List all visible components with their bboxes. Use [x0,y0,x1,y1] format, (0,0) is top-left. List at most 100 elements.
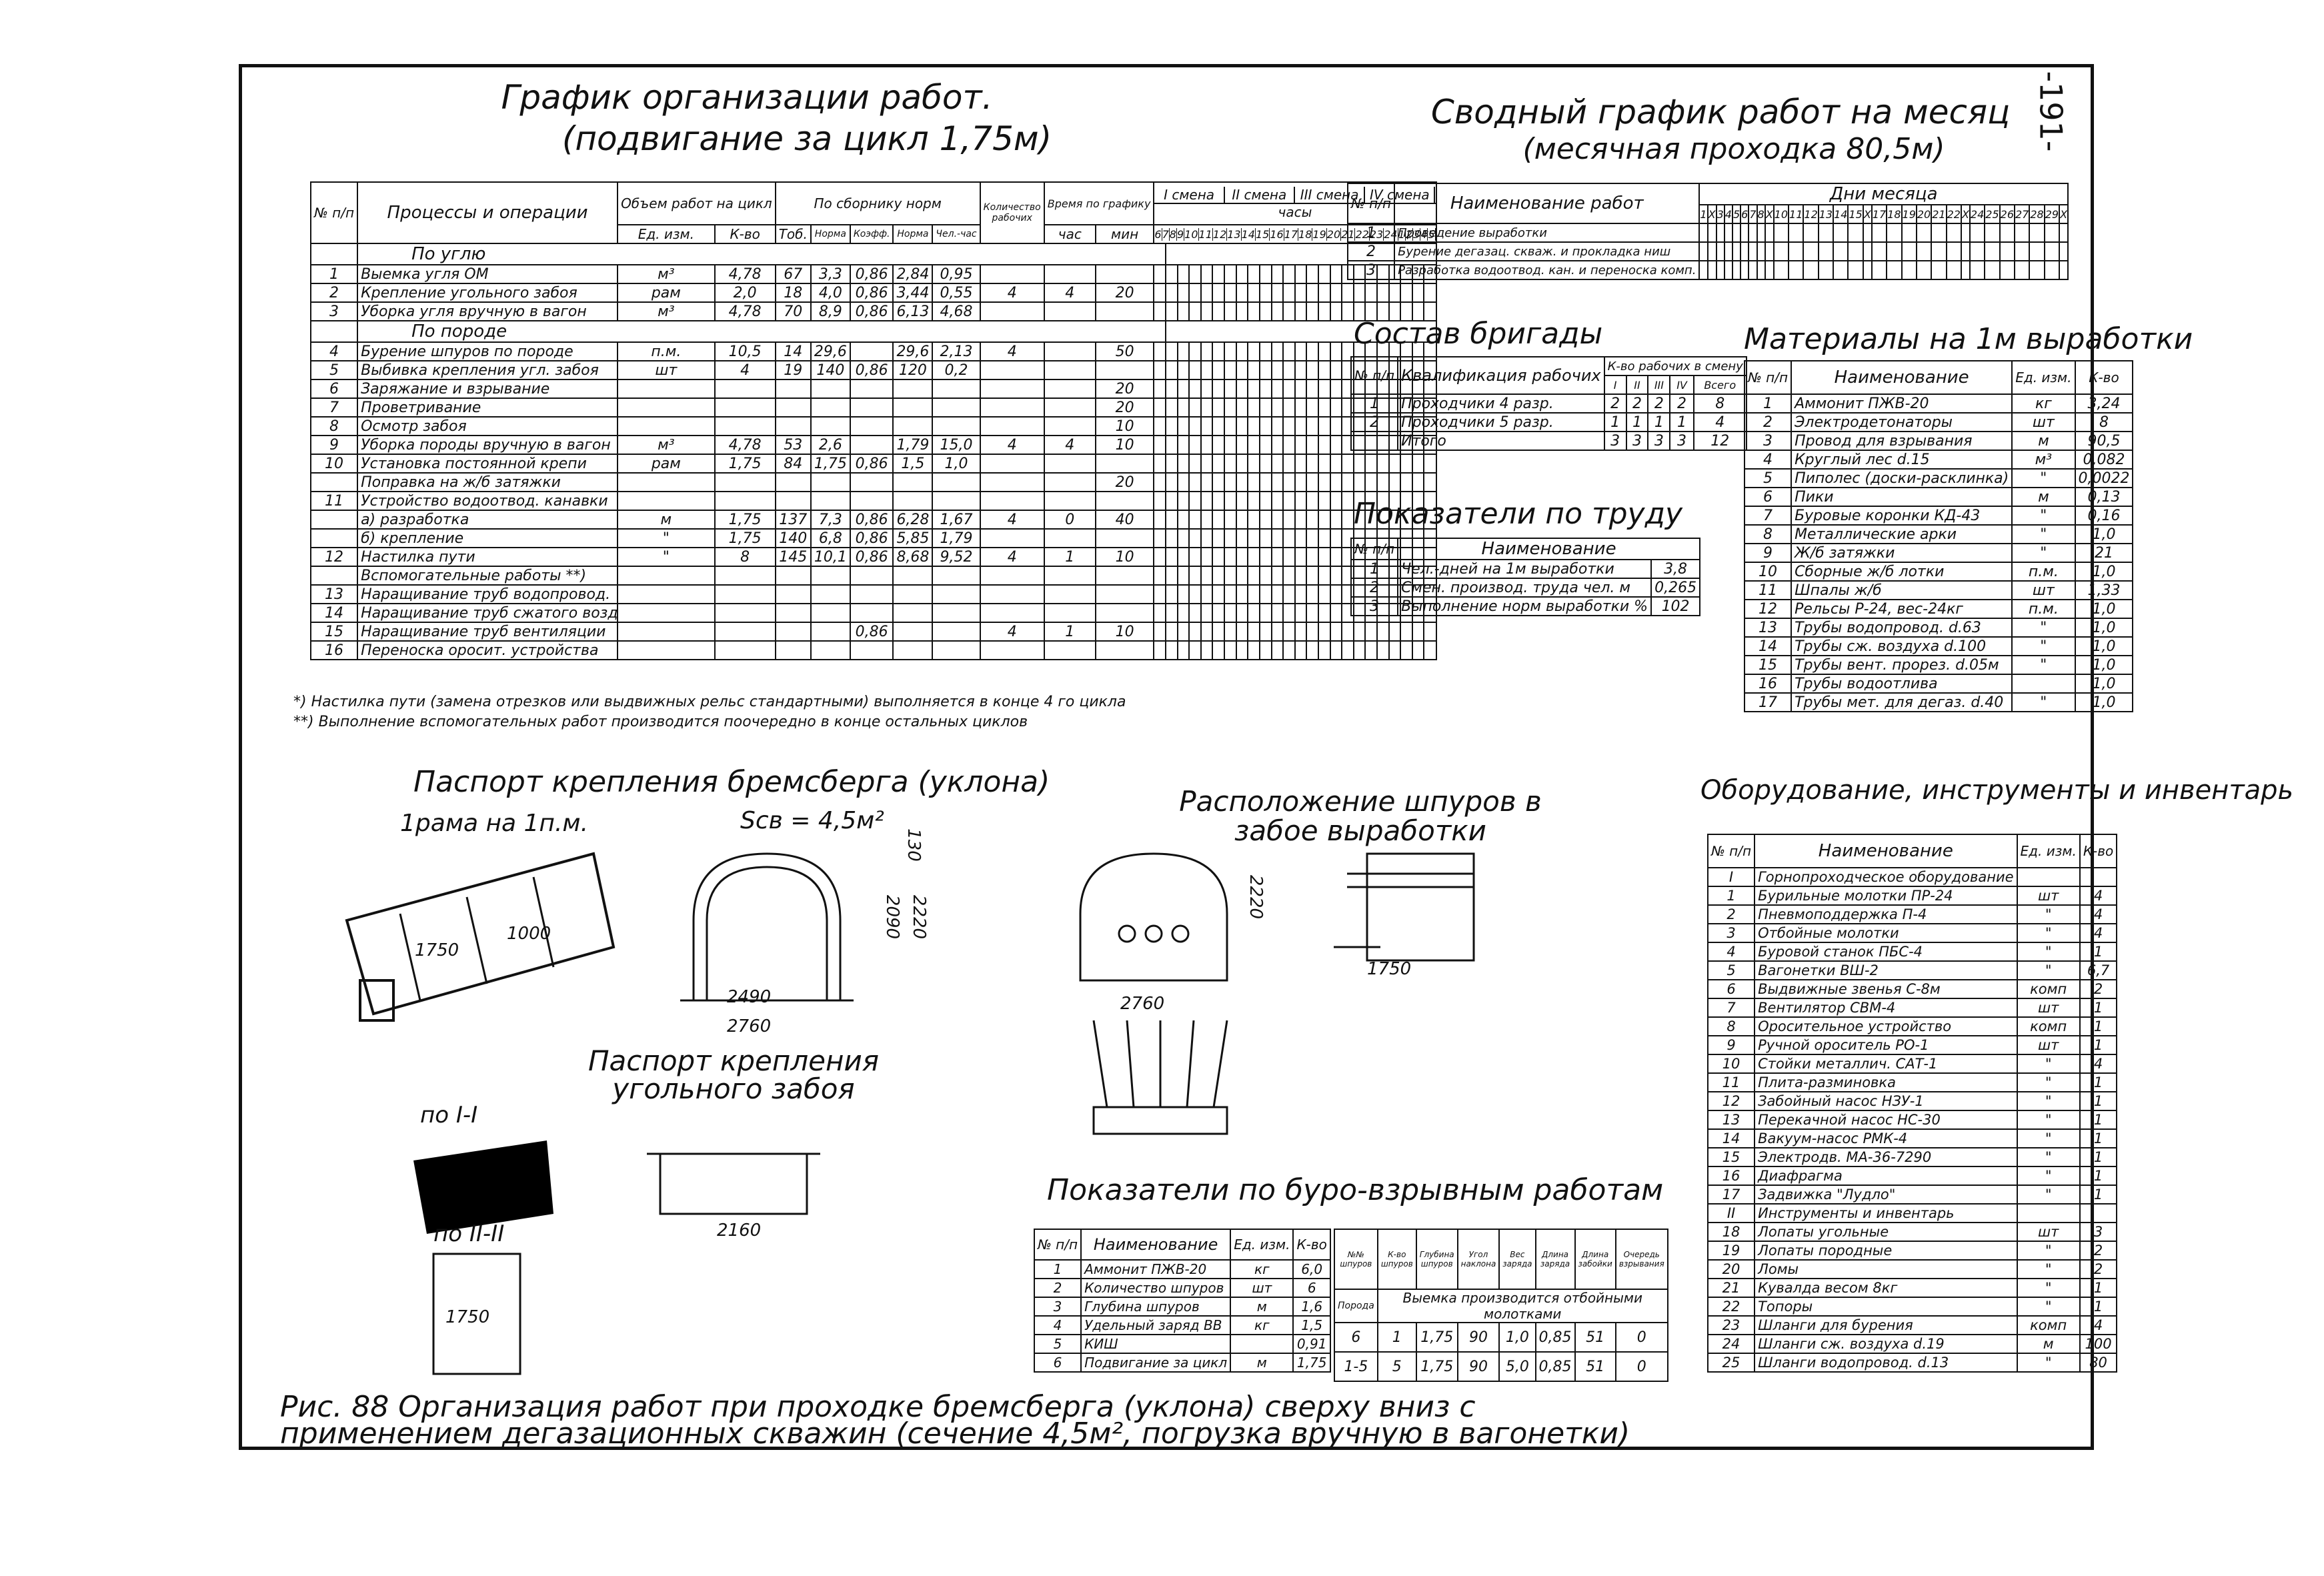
hour-cell [1224,360,1237,380]
hour-cell [1270,584,1284,604]
hour-cell [1165,264,1178,284]
schedule-cell [1043,341,1096,361]
hour-cell [1306,472,1319,492]
day-fill [1945,241,1962,261]
hour-cell [1165,584,1178,604]
process-name: Устройство водоотвод. канавки [357,491,619,511]
material-row-n: 6 [1743,487,1793,507]
hour-cell [1400,472,1413,492]
hour-tick: 19 [1312,227,1327,241]
row-num: 2 [1346,241,1396,261]
day-fill [2029,241,2045,261]
hour-cell [1306,640,1319,660]
hour-cell [1165,472,1178,492]
day-fill [1706,223,1717,243]
hour-cell [1224,341,1237,361]
hour-cell [1341,454,1354,474]
hour-cell [1176,416,1190,436]
hour-cell [1165,283,1178,303]
process-name: Проветривание [357,398,619,418]
equipment-row-qty: 4 [2079,904,2118,924]
day-cell: 11 [1788,204,1805,224]
equipment-row-n: 7 [1706,998,1756,1018]
schedule-cell: 8,68 [892,547,934,567]
schedule-cell: 18 [774,283,812,303]
equipment-row-qty [2079,867,2118,887]
count: 8 [1692,393,1747,414]
hour-cell [1247,547,1260,567]
schedule-cell [309,472,359,492]
day-fill [1788,223,1805,243]
equipment-row-name: Задвижка "Лудло" [1754,1185,2018,1205]
count: 2 [1669,393,1694,414]
schedule-cell: 10,5 [714,341,776,361]
material-row-unit: п.м. [2011,599,2076,619]
hour-cell [1306,622,1319,642]
equipment-title: Оборудование, инструменты и инвентарь [1700,775,2294,806]
schedule-cell: 3 [309,301,359,321]
equipment-row-unit: " [2016,1259,2081,1279]
hour-cell [1317,301,1331,321]
day-fill [1715,223,1725,243]
schedule-cell: 145 [774,547,812,567]
schedule-cell [714,491,776,511]
hour-cell [1165,510,1178,530]
day-fill [1740,260,1750,280]
schedule-cell [1094,264,1155,284]
hour-cell [1212,547,1226,567]
hour-cell [1212,640,1226,660]
equipment-row-unit: шт [2016,886,2081,906]
day-fill [1862,241,1873,261]
day-fill [1731,241,1742,261]
equipment-row-qty: 6,7 [2079,960,2118,980]
schedule-cell [892,566,934,586]
blasting-row-qty: 1,5 [1292,1315,1331,1335]
material-row-name: Пиполес (доски-расклинка) [1791,468,2013,488]
schedule-cell [617,398,716,418]
dim-130: 130 [903,828,924,862]
hour-cell [1176,584,1190,604]
hour-cell [1188,547,1202,567]
equipment-row-name: Шланги водопровод. d.13 [1754,1353,2018,1373]
col-count: К-во рабочих в смену [1603,356,1747,376]
equipment-row-n: 6 [1706,979,1756,999]
labor-title: Показатели по труду [1354,497,1683,531]
hour-cell [1317,360,1331,380]
material-row-name: Ж/б затяжки [1791,543,2013,563]
day-fill [1756,241,1766,261]
schedule-cell [810,416,851,436]
hour-cell [1176,301,1190,321]
hour-cell [1200,566,1214,586]
schedule-cell [810,584,851,604]
row-num: 2 [1350,412,1399,432]
dim-2220: 2220 [909,894,930,940]
equipment-row-unit: комп [2016,979,2081,999]
schedule-cell [1094,640,1155,660]
equipment-row-qty: 1 [2079,942,2118,962]
schedule-cell: 0,86 [849,283,894,303]
hour-cell [1423,454,1437,474]
day-cell: 14 [1833,204,1849,224]
schedule-cell [774,491,812,511]
material-row-unit: м [2011,431,2076,451]
hour-cell [1282,435,1296,455]
equipment-row-n: 18 [1706,1222,1756,1242]
labor-row-name: Чел.-дней на 1м выработки [1397,559,1652,579]
day-fill [2059,260,2069,280]
hour-cell [1224,454,1237,474]
schedule-cell [979,416,1045,436]
schedule-cell [849,640,894,660]
equipment-row-qty: 1 [2079,1297,2118,1317]
schedule-cell: 14 [774,341,812,361]
count: 1 [1647,412,1671,432]
day-fill [1871,241,1888,261]
t2-cell: 1,75 [1415,1322,1458,1353]
